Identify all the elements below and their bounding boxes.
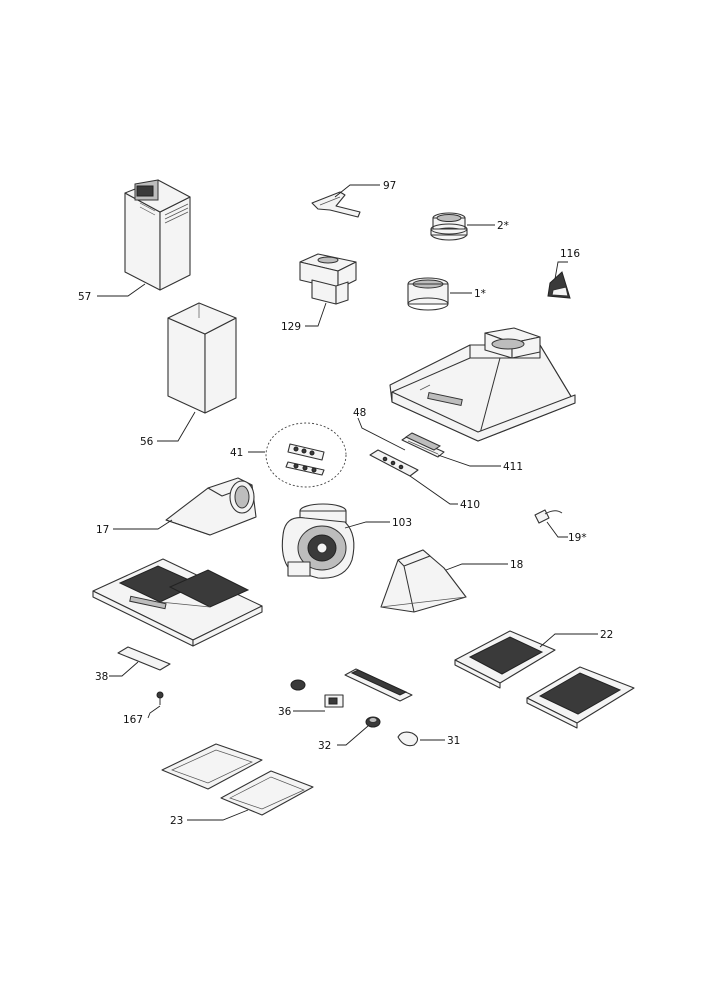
part-129-duct-adapter: [299, 253, 357, 305]
callout-411: 411: [503, 461, 523, 473]
callout-23: 23: [170, 815, 183, 827]
part-411-control-board: [404, 432, 442, 451]
part-41-buttons: [265, 422, 347, 488]
part-97-bracket: [311, 191, 361, 218]
part-57-upper-chimney: [124, 179, 191, 291]
callout-57: 57: [78, 291, 91, 303]
callout-17: 17: [96, 524, 109, 536]
callout-56: 56: [140, 436, 154, 448]
part-410-control-panel: [369, 449, 419, 477]
part-23-grease-filter-a: [161, 743, 263, 790]
hood-canopy: [389, 327, 576, 442]
part-103-blower: [281, 503, 355, 579]
part-56-lower-chimney: [167, 302, 237, 414]
callout-18: 18: [510, 559, 523, 571]
part-31-bulb: [397, 731, 419, 747]
callout-129: 129: [281, 321, 301, 333]
callout-410: 410: [460, 499, 480, 511]
part-38-lens-holder: [117, 646, 171, 671]
callout-38: 38: [95, 671, 108, 683]
part-22-charcoal-filter-b: [526, 666, 635, 729]
callout-48: 48: [353, 407, 366, 419]
callout-97: 97: [383, 180, 396, 192]
callout-1: 1*: [474, 288, 486, 300]
part-19-power-plug: [534, 509, 563, 524]
callout-22: 22: [600, 629, 613, 641]
part-22-charcoal-filter-a: [454, 630, 556, 689]
callout-32: 32: [318, 740, 331, 752]
part-1-damper-collar: [407, 277, 449, 311]
callout-labels: 57 56 97 2* 129 1* 116 48 41 411 410 17 …: [78, 180, 613, 827]
part-36-lamp-holder: [290, 679, 344, 708]
callout-167: 167: [123, 714, 143, 726]
callout-41: 41: [230, 447, 243, 459]
part-167-screw: [156, 691, 164, 705]
part-17-deflector: [165, 477, 257, 536]
callout-103: 103: [392, 517, 412, 529]
callout-19: 19*: [568, 532, 587, 544]
callout-2: 2*: [497, 220, 509, 232]
callout-31: 31: [447, 735, 460, 747]
leader-lines: [97, 184, 598, 821]
light-bar: [344, 668, 413, 702]
filter-frame-assembly: [92, 558, 263, 647]
part-2-collar: [430, 212, 468, 241]
part-18-rear-cover: [380, 549, 467, 613]
part-116-clip: [547, 271, 571, 299]
callout-36: 36: [278, 706, 292, 718]
part-23-grease-filter-b: [220, 770, 314, 816]
part-32-socket: [365, 716, 381, 728]
callout-116: 116: [560, 248, 580, 260]
